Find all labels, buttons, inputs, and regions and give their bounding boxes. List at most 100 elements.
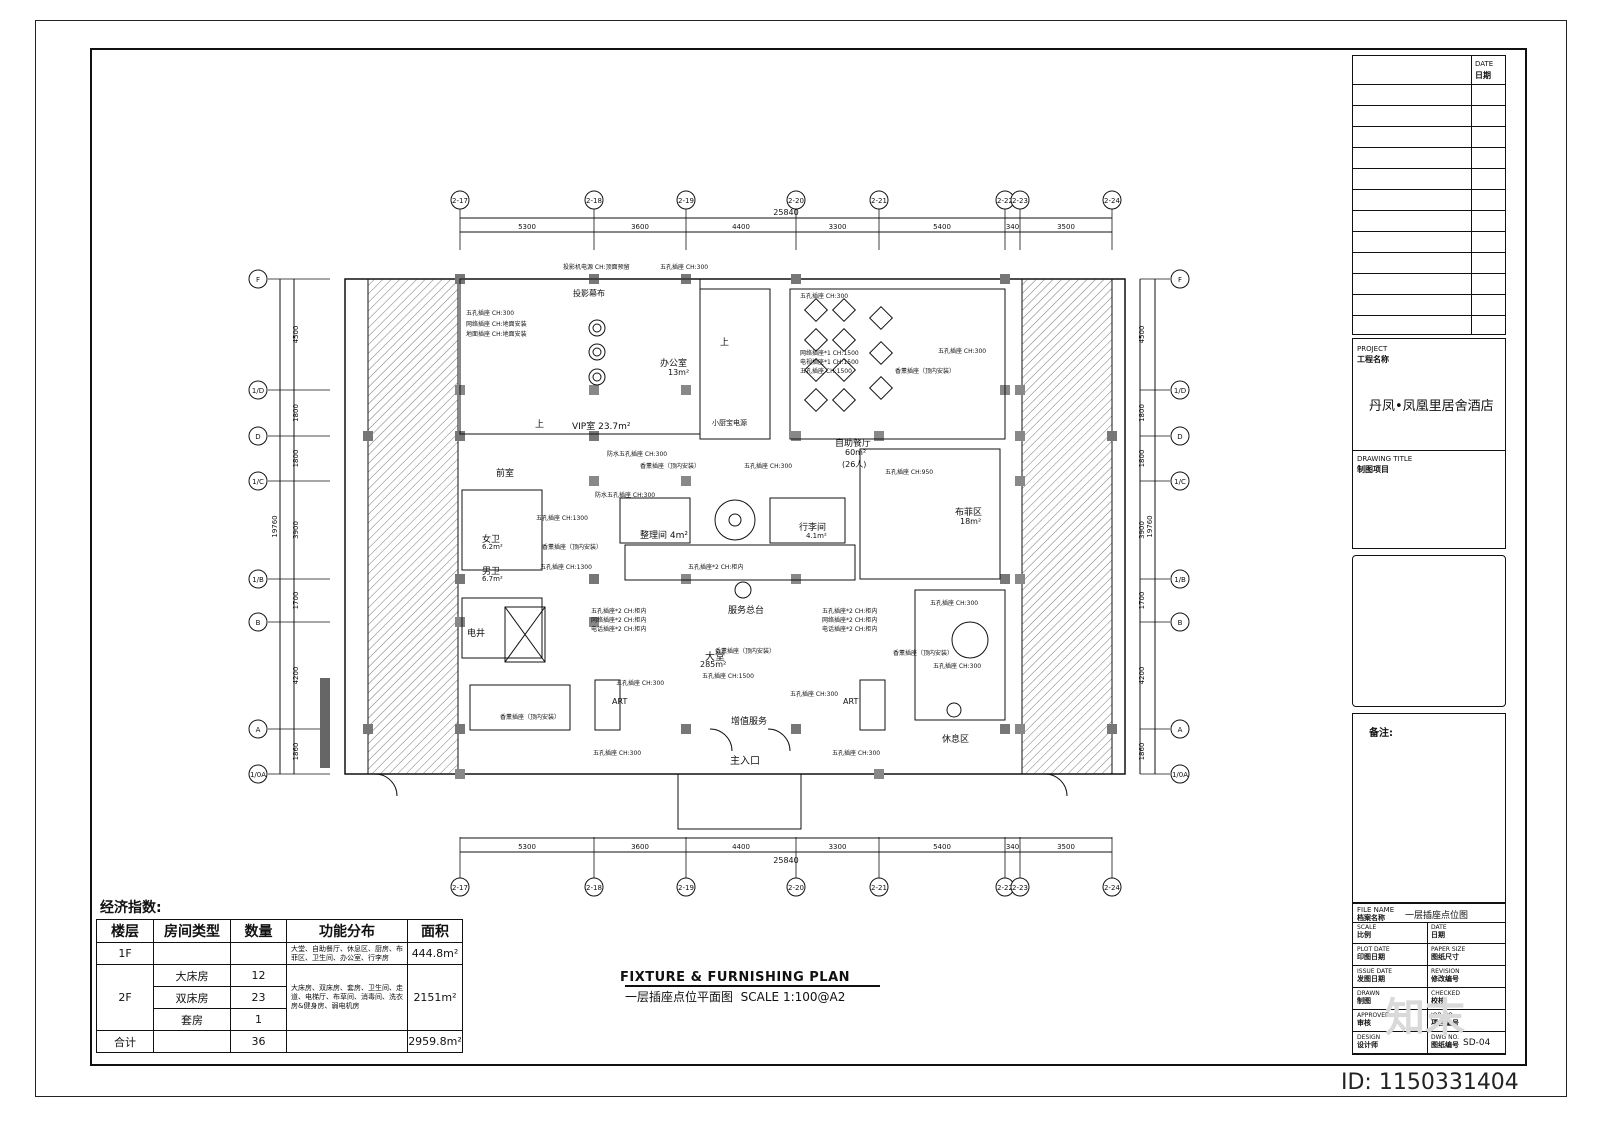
room-projection: 投影幕布 — [573, 288, 605, 299]
vip-chair — [593, 324, 601, 332]
socket-callout: 香薰插座（顶内安装） — [500, 712, 560, 721]
socket-callout: 五孔插座 CH:300 — [593, 748, 641, 757]
room-lounge: 休息区 — [942, 732, 969, 745]
tb-info-en: PLOT DATE — [1357, 946, 1390, 953]
room-vip: VIP室 23.7m² — [572, 419, 631, 432]
structural-column — [1015, 724, 1025, 734]
socket-callout: 五孔插座*2 CH:柜内 — [591, 606, 646, 615]
socket-callout: 网络插座*2 CH:柜内 — [591, 615, 646, 624]
eco-header: 楼层 — [97, 920, 154, 943]
vip-chair — [593, 373, 601, 381]
dimension-text: 340 — [1006, 223, 1019, 231]
structural-column — [589, 385, 599, 395]
eco-cell — [231, 943, 287, 965]
axis-label: B — [256, 619, 261, 627]
tb-info-row: PLOT DATE印图日期PAPER SIZE图纸尺寸 — [1353, 944, 1505, 966]
axis-label: 2-21 — [871, 197, 887, 205]
tb-project-name: 丹凤•凤凰里居舍酒店 — [1369, 395, 1494, 414]
door-swing — [375, 774, 397, 796]
tb-info-cell: DATE日期 — [1431, 924, 1447, 940]
dimension-text: 340 — [1006, 843, 1019, 851]
dining-table — [870, 377, 893, 400]
spiral-stair — [729, 514, 741, 526]
dimension-text: 3900 — [1138, 521, 1146, 539]
socket-callout: 香薰插座（顶内安装） — [893, 648, 953, 657]
structural-column — [455, 769, 465, 779]
socket-callout: 五孔插座 CH:300 — [800, 291, 848, 300]
tb-info-cell: PLOT DATE印图日期 — [1357, 946, 1390, 962]
tb-divider — [1427, 944, 1428, 965]
axis-label: 2-17 — [452, 197, 468, 205]
stair-up-2: 上 — [720, 335, 729, 348]
axis-label: 1/0A — [250, 771, 266, 779]
socket-callout: 五孔插座 CH:300 — [790, 689, 838, 698]
room-service-desk: 服务总台 — [728, 603, 764, 616]
axis-label: 1/D — [252, 387, 264, 395]
vip-chair — [589, 344, 605, 360]
dimension-text: 4400 — [732, 223, 750, 231]
tb-info-en: REVISION — [1431, 968, 1460, 975]
structural-column — [455, 724, 465, 734]
dimension-text: 1860 — [1138, 743, 1146, 761]
tb-info-cn: 比例 — [1357, 931, 1376, 940]
dimension-text: 3900 — [292, 521, 300, 539]
tb-drawing-title-cn: 制图项目 — [1357, 464, 1389, 475]
axis-label: A — [1178, 726, 1183, 734]
eco-header: 房间类型 — [154, 920, 231, 943]
tb-info-en: DATE — [1431, 924, 1447, 931]
dimension-text: 1860 — [292, 743, 300, 761]
tb-info-en: ISSUE DATE — [1357, 968, 1392, 975]
tb-info-cn: 图纸尺寸 — [1431, 953, 1465, 962]
eco-cell: 1F — [97, 943, 154, 965]
axis-label: A — [256, 726, 261, 734]
structural-column — [681, 574, 691, 584]
tb-row — [1353, 105, 1505, 126]
tb-info-cell: DRAWN制图 — [1357, 990, 1380, 1006]
socket-callout: 五孔插座 CH:300 — [744, 461, 792, 470]
dimension-text: 1800 — [1138, 450, 1146, 468]
structural-column — [589, 574, 599, 584]
economic-index-label: 经济指数: — [100, 897, 162, 917]
drawing-title-cn-text: 一层插座点位平面图 — [625, 990, 733, 1004]
axis-label: 1/B — [1174, 576, 1186, 584]
dimension-text: 5300 — [518, 223, 536, 231]
tb-row — [1353, 273, 1505, 294]
room-luggage-area: 4.1m² — [806, 532, 827, 540]
dimension-text: 1800 — [1138, 404, 1146, 422]
structural-column — [1107, 431, 1117, 441]
tb-info-en: DRAWN — [1357, 990, 1380, 997]
tb-drawing-title-en: DRAWING TITLE — [1357, 455, 1412, 463]
room-partition — [700, 289, 770, 439]
tb-row — [1353, 168, 1505, 189]
structural-column — [1000, 724, 1010, 734]
structural-column — [1015, 385, 1025, 395]
socket-callout: 五孔插座 CH:300 — [616, 678, 664, 687]
logo-watermark: 知末 — [1385, 985, 1465, 1043]
lounge-table — [952, 622, 988, 658]
tb-dwg-value: SD-04 — [1463, 1040, 1490, 1047]
entrance-canopy — [678, 774, 801, 829]
stair-note: 小厨宝电源 — [712, 418, 747, 428]
room-dining-people: (26人) — [842, 459, 866, 470]
socket-callout: 香薰插座（顶内安装） — [715, 646, 775, 655]
socket-callout: 防水五孔插座 CH:300 — [607, 449, 667, 458]
tb-info-cn: 修改编号 — [1431, 975, 1460, 984]
room-dining-area: 60m² — [845, 448, 866, 457]
tb-rows — [1353, 84, 1505, 336]
drawing-title-cn: 一层插座点位平面图 SCALE 1:100@A2 — [625, 988, 845, 1005]
structural-column — [1000, 574, 1010, 584]
tb-row — [1353, 315, 1505, 336]
axis-label: F — [256, 276, 260, 284]
structural-column — [1000, 274, 1010, 284]
tb-row — [1353, 84, 1505, 105]
structural-column — [589, 476, 599, 486]
dimension-text: 1700 — [1138, 592, 1146, 610]
dimension-total: 19760 — [271, 515, 279, 537]
socket-callout: 五孔插座*2 CH:柜内 — [688, 562, 743, 571]
axis-label: 2-24 — [1104, 884, 1120, 892]
socket-callout: 五孔插座 CH:950 — [885, 467, 933, 476]
structural-column — [589, 431, 599, 441]
art-label-2: ART — [843, 697, 858, 706]
tb-info-cn: 发图日期 — [1357, 975, 1392, 984]
socket-callout: 五孔插座 CH:1500 — [702, 671, 754, 680]
